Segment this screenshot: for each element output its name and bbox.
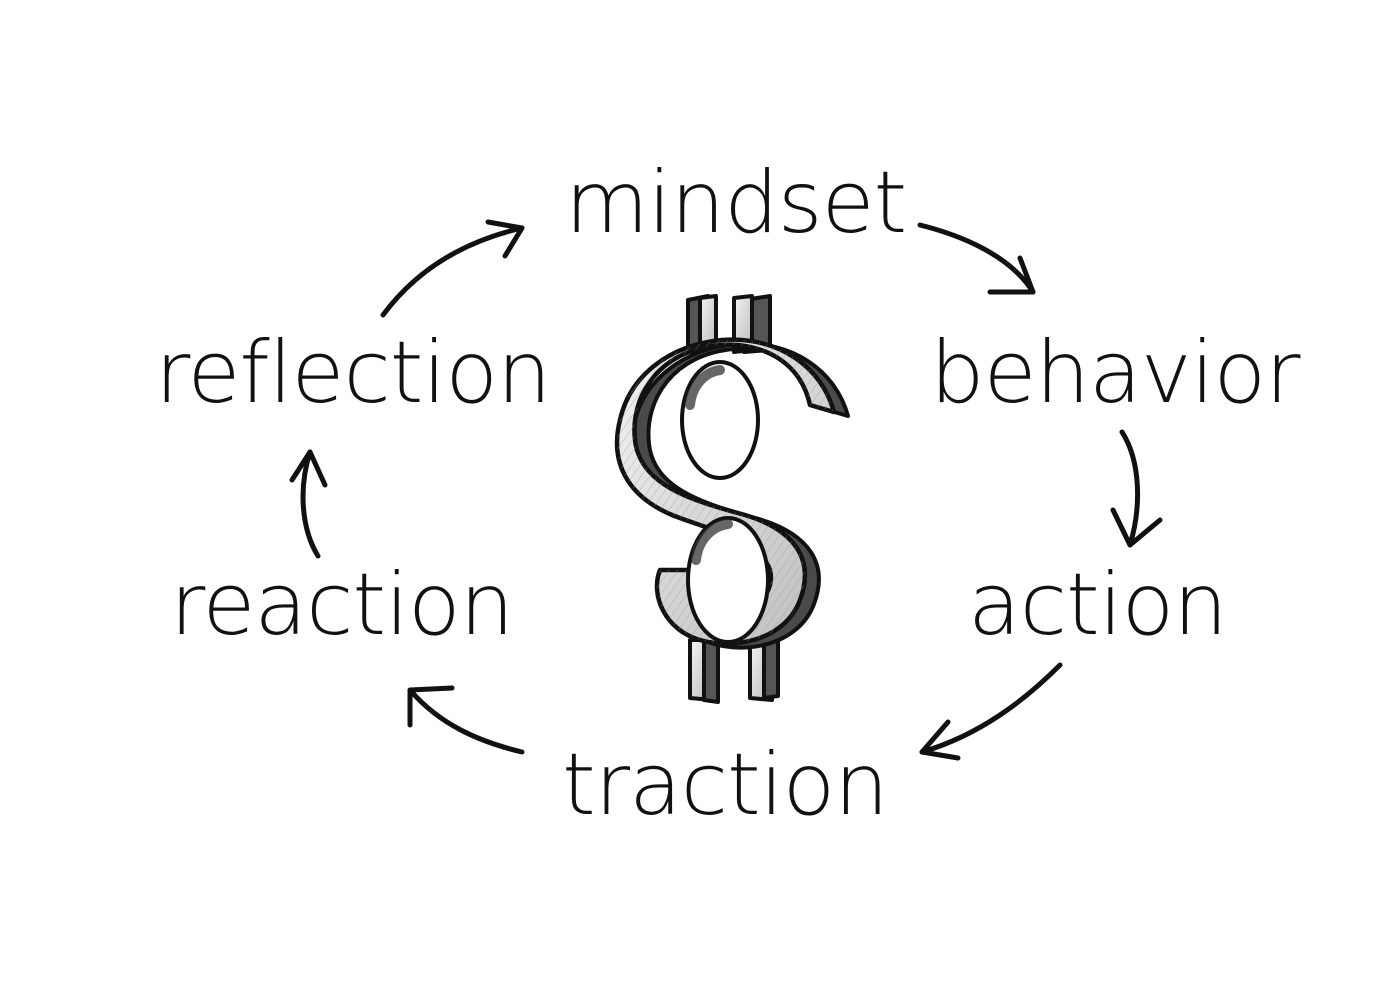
arrow-reaction-to-reflection [289,449,328,559]
step-reaction: reaction [170,555,514,655]
step-reflection: reflection [155,323,551,423]
step-traction: traction [562,735,889,835]
arrow-action-to-traction [919,662,1063,761]
arrow-traction-to-reaction [407,685,525,755]
arrow-behavior-to-action [1110,429,1163,548]
dollar-sign-icon [614,294,850,704]
arrow-mindset-to-behavior [917,222,1036,295]
dollar-top-stems [686,294,772,354]
step-behavior: behavior [930,323,1300,423]
step-mindset: mindset [565,153,907,253]
step-action: action [968,555,1228,655]
arrow-reflection-to-mindset [380,219,525,318]
